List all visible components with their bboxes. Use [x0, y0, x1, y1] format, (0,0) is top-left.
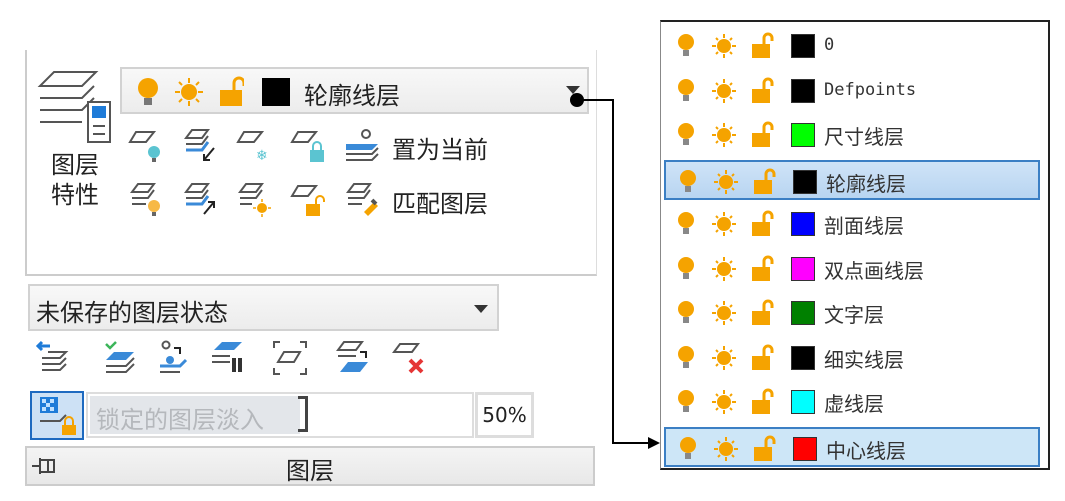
- layer-name: 0: [824, 35, 835, 55]
- layer-state-icons[interactable]: [674, 121, 784, 149]
- copy-objects-icon[interactable]: [210, 340, 246, 376]
- layer-state-icons[interactable]: [674, 388, 784, 416]
- layer-color-swatch: [791, 301, 815, 325]
- delete-layer-icon[interactable]: [390, 340, 426, 376]
- slider-handle[interactable]: [298, 396, 308, 432]
- merge-layer-icon[interactable]: [334, 340, 370, 376]
- change-to-current-icon[interactable]: [156, 340, 192, 376]
- layer-state-icons[interactable]: [674, 77, 784, 105]
- chevron-down-icon[interactable]: [566, 86, 580, 94]
- layer-color-swatch: [793, 169, 817, 194]
- layer-unlock-icon[interactable]: [290, 182, 326, 218]
- layer-properties-icon: [37, 71, 111, 143]
- locked-layer-fading-toggle[interactable]: [30, 391, 84, 440]
- current-layer-name: 轮廓线层: [304, 82, 400, 110]
- layer-off-icon[interactable]: [128, 128, 164, 164]
- layer-color-swatch: [791, 212, 815, 236]
- layer-state-icons[interactable]: [674, 210, 784, 238]
- layer-list-item[interactable]: Defpoints: [664, 71, 1040, 111]
- layer-color-swatch: [791, 34, 815, 58]
- layer-name: 轮廓线层: [826, 171, 906, 196]
- layer-name: 尺寸线层: [824, 125, 904, 149]
- slider-fill: [90, 396, 300, 434]
- layer-state-icons: [138, 76, 244, 106]
- layer-color-swatch: [791, 390, 815, 414]
- layer-name: 剖面线层: [824, 214, 904, 238]
- layer-freeze-icon[interactable]: ❄: [236, 128, 272, 164]
- layer-properties-label: 图层 特性: [51, 151, 99, 209]
- layer-color-swatch: [791, 78, 815, 103]
- layer-state-dropdown[interactable]: 未保存的图层状态: [28, 284, 499, 331]
- layer-state-icons[interactable]: [674, 32, 784, 60]
- tool-row-1: ❄ 置为当前: [128, 126, 598, 170]
- layer-walk-icon[interactable]: [102, 340, 138, 376]
- layer-name: 虚线层: [824, 392, 884, 416]
- panel-title: 图层: [286, 457, 334, 485]
- layer-list-item[interactable]: 文字层: [664, 293, 1040, 333]
- tool-row-2: 匹配图层: [128, 180, 598, 224]
- layer-properties-button[interactable]: 图层 特性: [36, 66, 114, 216]
- match-layer-icon: [346, 183, 378, 216]
- layer-state-icons[interactable]: [676, 168, 786, 196]
- layer-list-item[interactable]: 细实线层: [664, 338, 1040, 378]
- layer-thaw-icon[interactable]: [236, 182, 272, 218]
- vp-freeze-icon[interactable]: [272, 340, 308, 376]
- layer-color-swatch: [793, 436, 817, 461]
- set-current-icon: [346, 129, 379, 161]
- layer-list-item[interactable]: 0: [664, 26, 1040, 66]
- callout-connector: [570, 93, 660, 449]
- locked-fade-value[interactable]: 50%: [475, 392, 534, 438]
- layer-name: 细实线层: [824, 347, 904, 372]
- layer-lock-icon[interactable]: [290, 128, 326, 164]
- layer-color-swatch: [791, 123, 815, 147]
- tool-row-3: [36, 340, 436, 380]
- layer-on-icon[interactable]: [128, 182, 164, 218]
- layer-list-item[interactable]: 剖面线层: [664, 204, 1040, 244]
- locked-fade-label: 锁定的图层淡入: [96, 406, 264, 434]
- layer-color-swatch: [791, 345, 815, 370]
- layer-name: 文字层: [824, 303, 884, 327]
- locked-fade-slider[interactable]: 锁定的图层淡入: [86, 392, 474, 438]
- layer-state-value: 未保存的图层状态: [36, 299, 228, 327]
- layer-state-icons[interactable]: [674, 344, 784, 372]
- current-layer-dropdown[interactable]: 轮廓线层: [120, 67, 589, 114]
- layer-isolate-icon[interactable]: [182, 128, 218, 164]
- layer-state-icons[interactable]: [674, 255, 784, 283]
- layer-color-swatch: [791, 256, 815, 281]
- match-layer-button[interactable]: 匹配图层: [392, 190, 488, 218]
- set-current-button[interactable]: 置为当前: [392, 136, 488, 164]
- layer-name: Defpoints: [824, 79, 917, 100]
- panel-footer: 图层: [25, 446, 595, 486]
- previous-layer-icon[interactable]: [36, 340, 72, 376]
- layer-list-item[interactable]: 尺寸线层: [664, 115, 1040, 155]
- layer-list-item[interactable]: 虚线层: [664, 382, 1040, 422]
- layer-name: 中心线层: [826, 438, 906, 463]
- locked-fade-icon: [40, 397, 76, 435]
- layer-list-item[interactable]: 双点画线层: [664, 249, 1040, 289]
- pin-icon[interactable]: [30, 454, 60, 478]
- layers-panel: [25, 50, 597, 276]
- layer-name: 双点画线层: [824, 258, 924, 283]
- layer-list-item[interactable]: 中心线层: [664, 426, 1040, 467]
- layer-state-icons[interactable]: [674, 299, 784, 327]
- svg-text:❄: ❄: [256, 148, 268, 164]
- layer-state-icons[interactable]: [676, 435, 786, 463]
- current-layer-color-swatch: [262, 78, 290, 106]
- layer-list-item[interactable]: 轮廓线层: [664, 159, 1040, 200]
- layer-unisolate-icon[interactable]: [182, 182, 218, 218]
- chevron-down-icon[interactable]: [474, 305, 488, 313]
